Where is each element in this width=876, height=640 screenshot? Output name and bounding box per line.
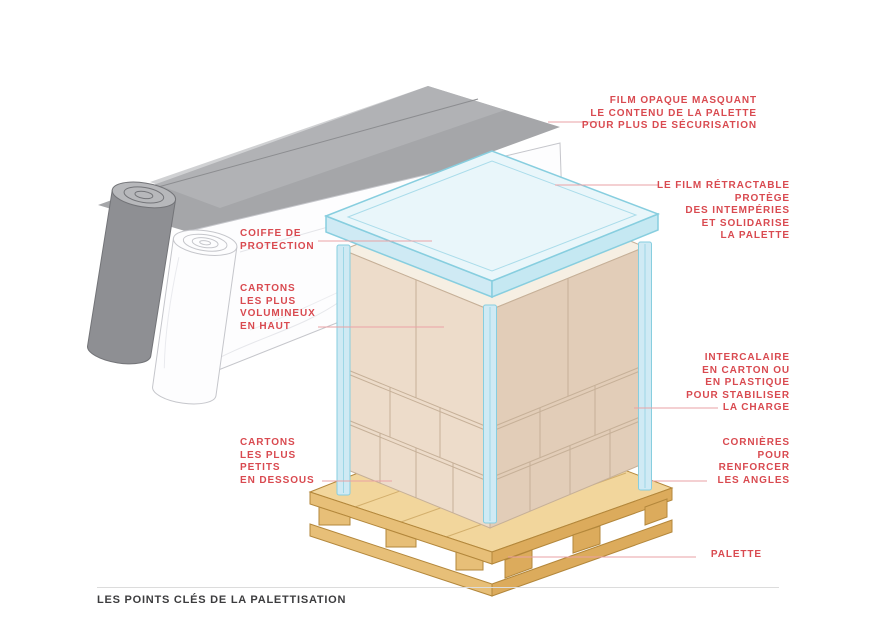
corner-protector-front [483,304,497,524]
label-line: DES INTEMPÉRIES [685,205,790,216]
label-film-retractable: LE FILM RÉTRACTABLE PROTÈGE DES INTEMPÉR… [657,180,790,243]
label-line: PETITS [240,462,281,473]
label-line: LA PALETTE [720,230,790,241]
label-line: POUR [757,449,790,461]
leader-lines [318,121,718,558]
corner-protectors [336,241,652,524]
shrink-film-lid [323,150,661,299]
label-line: LES ANGLES [717,474,790,486]
label-line: EN DESSOUS [240,474,315,486]
label-intercalaire: INTERCALAIRE EN CARTON OU EN PLASTIQUE P… [686,352,790,415]
label-line: VOLUMINEUX [240,308,316,319]
label-line: LE FILM RÉTRACTABLE [656,180,790,191]
label-line: CARTONS [240,283,296,294]
label-line: POUR PLUS DE SÉCURISATION [581,120,757,131]
label-line: FILM OPAQUE MASQUANT [609,95,757,106]
opaque-film-roll [87,181,177,365]
label-line: EN CARTON OU [702,364,790,376]
label-line: LE CONTENU DE LA PALETTE [590,107,757,119]
page-title: LES POINTS CLÉS DE LA PALETTISATION [97,594,347,606]
corner-protector-left [336,244,351,496]
label-line: PROTÈGE [734,192,790,204]
label-line: RENFORCER [718,462,790,473]
label-line: EN PLASTIQUE [705,377,790,388]
opaque-film-sheet [98,86,560,246]
footer-divider [97,587,779,588]
label-line: ET SOLIDARISE [701,217,790,229]
label-line: INTERCALAIRE [704,352,790,363]
label-film-opaque: FILM OPAQUE MASQUANT LE CONTENU DE LA PA… [582,95,757,133]
label-line: CARTONS [240,437,296,448]
label-cornieres: CORNIÈRES POUR RENFORCER LES ANGLES [717,437,790,487]
label-line: PALETTE [710,549,762,560]
label-cartons-volumineux: CARTONS LES PLUS VOLUMINEUX EN HAUT [240,283,316,333]
label-line: CORNIÈRES [722,437,790,448]
label-line: LES PLUS [240,449,297,461]
label-cartons-petits: CARTONS LES PLUS PETITS EN DESSOUS [240,437,315,487]
protective-cover-roll [152,229,238,405]
label-coiffe: COIFFE DE PROTECTION [240,228,315,253]
label-line: LA CHARGE [722,402,790,413]
carton-stack [341,186,647,529]
label-line: PROTECTION [240,240,315,252]
label-line: COIFFE DE [240,228,302,239]
label-line: LES PLUS [240,295,297,307]
label-line: POUR STABILISER [686,389,790,401]
corner-protector-right [638,241,652,491]
label-palette: PALETTE [711,549,762,562]
label-line: EN HAUT [240,320,291,332]
